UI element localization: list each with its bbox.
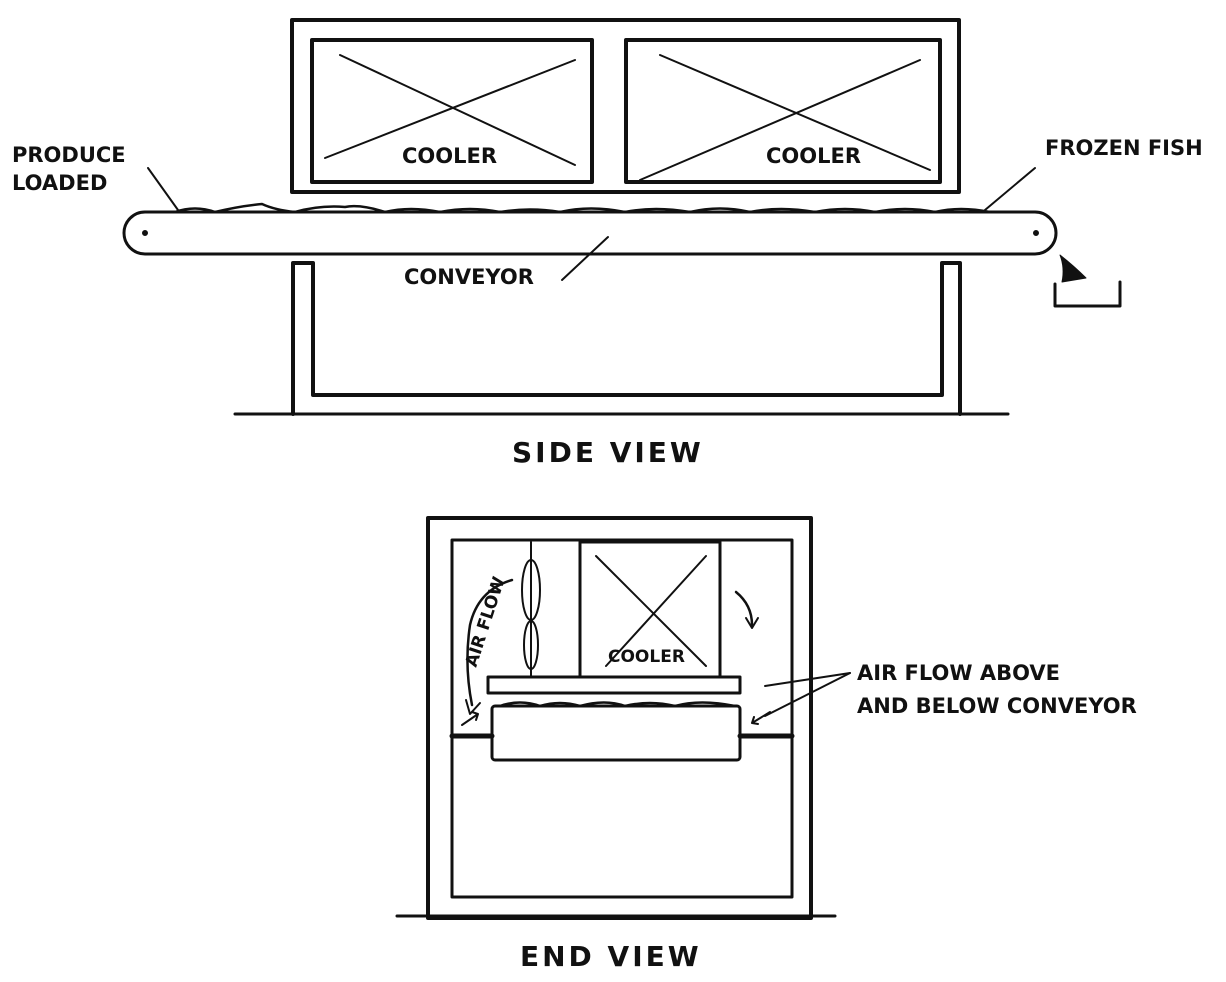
conveyor-leader <box>561 236 609 281</box>
end-produce <box>498 701 737 708</box>
side-view <box>122 18 1122 416</box>
cooler-right-label: COOLER <box>766 144 861 168</box>
produce-leader <box>147 167 179 211</box>
falling-fish <box>1059 254 1087 283</box>
produce-label-line1: PRODUCE <box>12 143 126 167</box>
fan-icon <box>521 541 541 678</box>
produce-on-belt <box>173 202 992 214</box>
air-arrow-below-right <box>751 711 771 725</box>
end-housing-inner <box>450 538 794 899</box>
air-flow-arrowhead-left <box>465 699 481 715</box>
end-view-title: END VIEW <box>520 940 702 973</box>
end-housing-outer <box>426 516 813 920</box>
cooler-right <box>624 38 942 184</box>
air-flow-callout-line1: AIR FLOW ABOVE <box>857 661 1060 685</box>
air-flow-leader-lower <box>764 672 851 717</box>
produce-label-line2: LOADED <box>12 171 107 195</box>
air-flow-curve-right <box>734 590 754 627</box>
air-flow-curve-left <box>466 578 514 707</box>
cooler-left-label: COOLER <box>402 144 497 168</box>
air-flow-arrowhead-right <box>745 617 759 629</box>
conveyor-belt <box>122 210 1058 256</box>
air-flow-callout-line2: AND BELOW CONVEYOR <box>857 694 1137 718</box>
side-view-title: SIDE VIEW <box>512 436 704 469</box>
frozen-fish-bin <box>1053 280 1122 308</box>
end-conveyor <box>490 704 742 762</box>
air-plate <box>486 675 742 695</box>
cooler-left <box>310 38 594 184</box>
end-cooler-label: COOLER <box>608 647 685 667</box>
conveyor-roller-right <box>1033 230 1039 236</box>
frozen-fish-leader <box>984 167 1036 211</box>
conveyor-roller-left <box>142 230 148 236</box>
conveyor-label: CONVEYOR <box>404 265 534 289</box>
air-flow-leader-upper <box>764 672 851 687</box>
frozen-fish-label: FROZEN FISH <box>1045 136 1203 160</box>
air-flow-curved-label: AIR FLOW <box>462 574 510 669</box>
support-frame <box>291 261 962 416</box>
cooler-housing <box>290 18 961 194</box>
air-arrow-below-left <box>461 711 479 726</box>
end-view <box>395 516 851 920</box>
